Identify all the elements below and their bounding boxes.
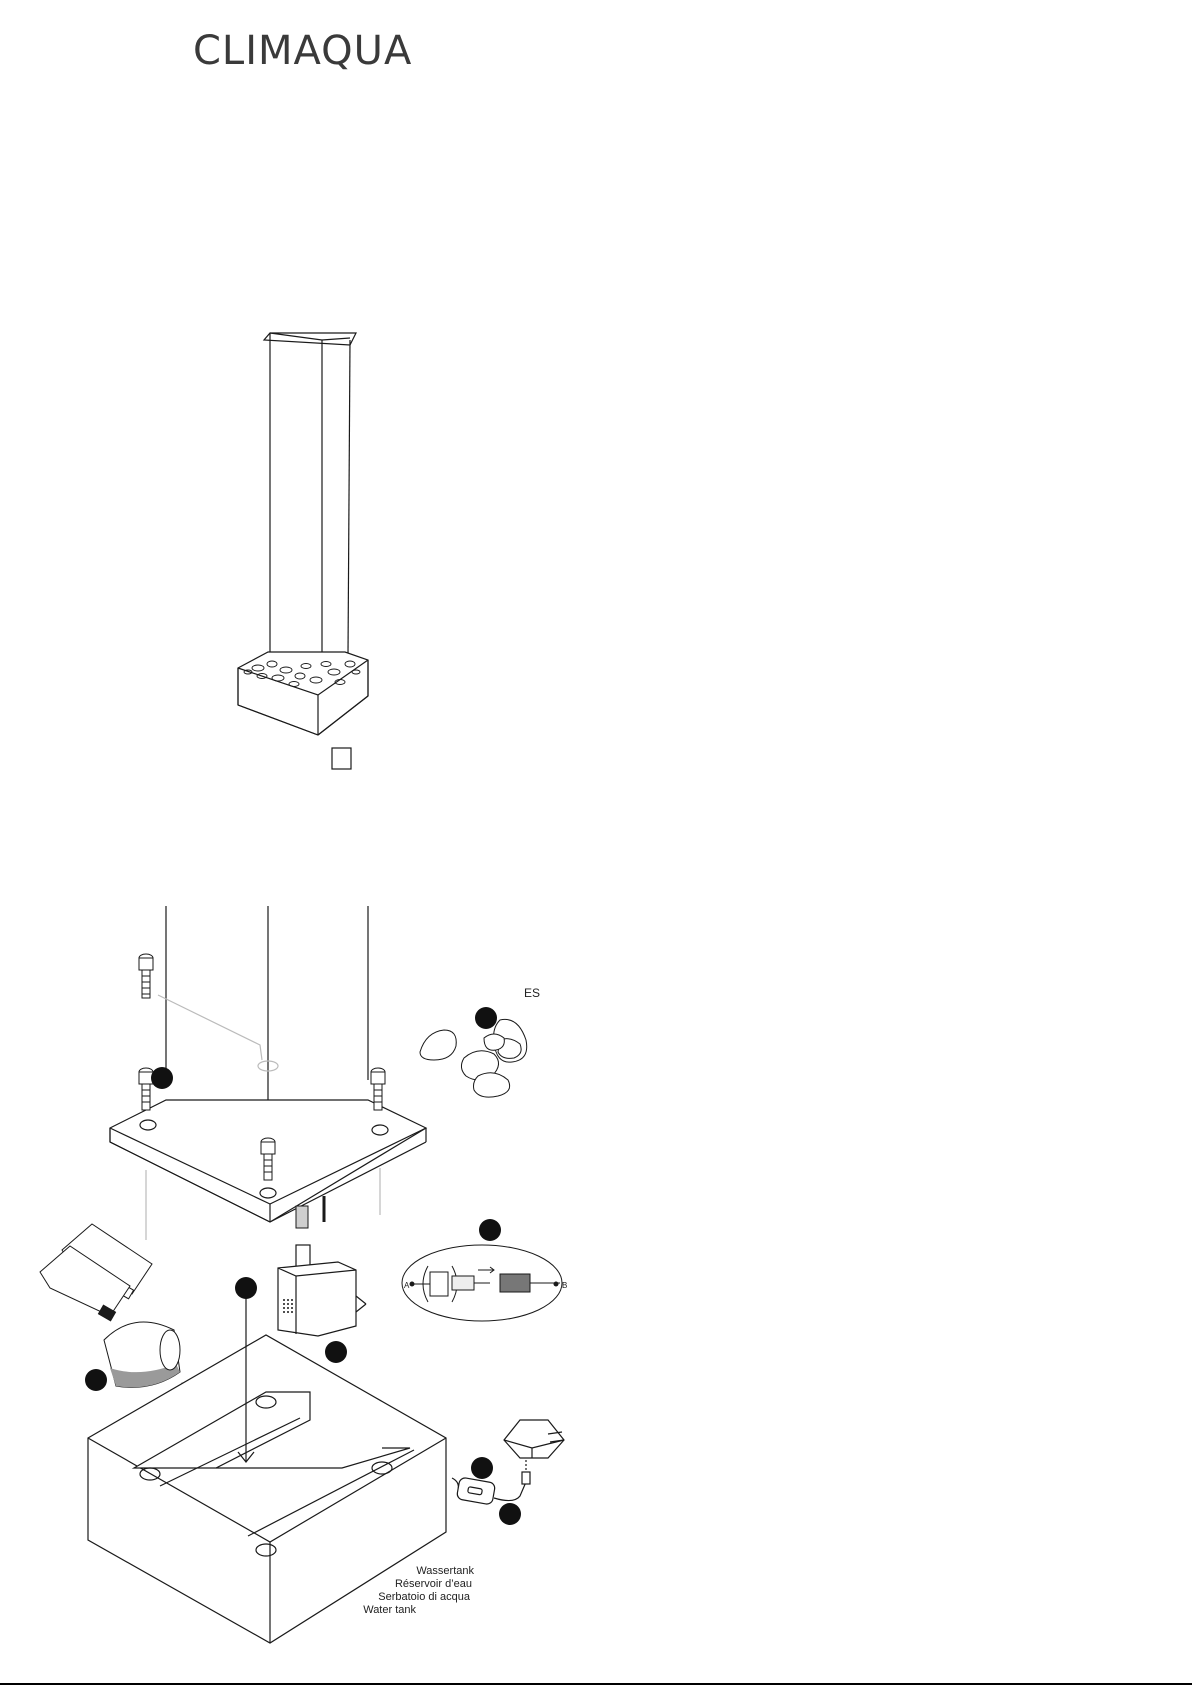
connector-detail [402,1245,562,1321]
connector-label-b: B [562,1281,567,1290]
callout-marker [325,1341,347,1363]
water-tank-label-en: Water tank [324,1604,416,1617]
callout-marker [499,1503,521,1525]
water-tank-label-it: Serbatoio di acqua [378,1591,470,1604]
pump-icon [278,1245,366,1336]
water-tank-label-fr: Réservoir d’eau [380,1578,472,1591]
es-label: ES [524,986,540,1000]
screw-icon [139,954,153,998]
callout-marker [151,1067,173,1089]
connector-label-a: A [404,1281,410,1290]
callout-marker [479,1219,501,1241]
callout-marker [235,1277,257,1299]
measuring-cup-icon [104,1322,180,1387]
callout-marker [471,1457,493,1479]
callout-marker [475,1007,497,1029]
stones-icon [420,1019,527,1097]
water-bottles-icon [40,1224,152,1321]
callout-marker [85,1369,107,1391]
screw-icon [139,1068,153,1110]
water-tank-label-de: Wassertank [382,1565,474,1578]
power-supply-illustration [452,1420,564,1505]
water-tank-labels: Wassertank Réservoir d’eau Serbatoio di … [382,1565,474,1617]
